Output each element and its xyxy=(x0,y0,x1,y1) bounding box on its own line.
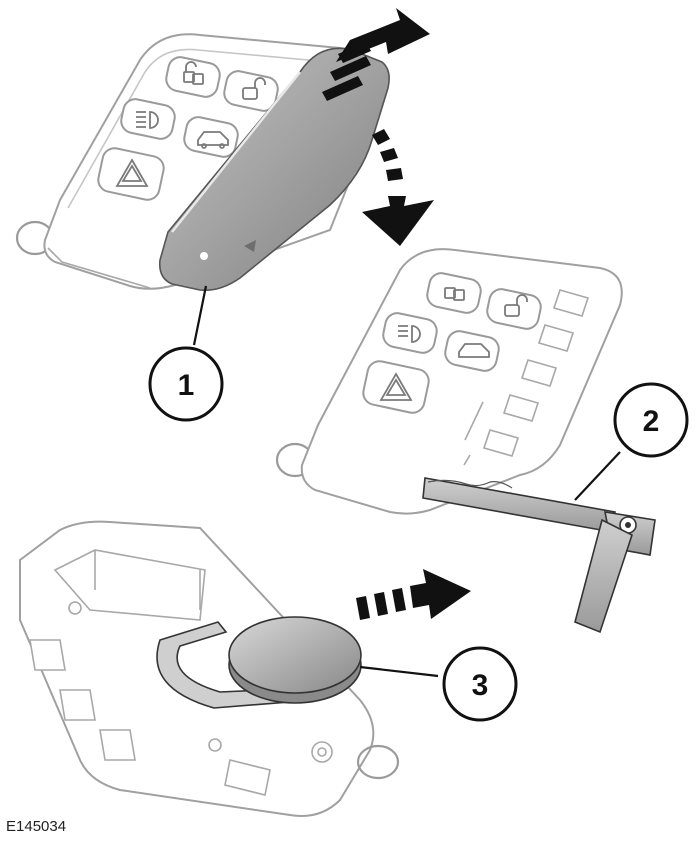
battery-removal-arrow xyxy=(356,569,471,620)
fob-body-open xyxy=(300,248,623,515)
unlock-double-icon-2 xyxy=(444,287,465,301)
key-ring-loop-bottom xyxy=(356,744,400,780)
callout-3: 3 xyxy=(359,646,518,722)
figure-code: E145034 xyxy=(6,818,67,835)
headlamp-button xyxy=(120,98,176,140)
headlamp-icon xyxy=(136,111,159,129)
cover-dot xyxy=(200,252,208,260)
padlock-open-icon xyxy=(242,77,266,100)
hazard-triangle-icon xyxy=(115,158,149,187)
rotate-down-arrow xyxy=(362,129,434,246)
tailgate-button-2 xyxy=(444,330,500,372)
emergency-key-blade xyxy=(422,477,656,634)
latch-structures xyxy=(463,289,590,466)
headlamp-icon-2 xyxy=(398,325,421,343)
hazard-button-2 xyxy=(362,360,430,414)
fob-internal-parts xyxy=(29,549,333,796)
cover-triangle-mark xyxy=(244,240,256,252)
tailgate-car-icon-2 xyxy=(458,343,490,358)
headlamp-button-2 xyxy=(382,312,438,354)
bottom-key-fob xyxy=(19,520,471,817)
unlock-double-icon xyxy=(183,61,204,85)
tailgate-car-icon xyxy=(197,131,229,149)
coin-battery xyxy=(228,616,362,704)
callout-1: 1 xyxy=(148,285,224,422)
hazard-triangle-icon-2 xyxy=(379,372,413,401)
top-key-fob xyxy=(15,8,434,292)
callout-2: 2 xyxy=(574,382,689,501)
callout-3-label: 3 xyxy=(472,669,489,702)
padlock-open-icon-2 xyxy=(504,294,528,317)
callout-1-label: 1 xyxy=(178,369,195,402)
slide-arrow xyxy=(322,8,430,101)
middle-key-fob xyxy=(275,248,656,634)
callout-2-label: 2 xyxy=(643,405,660,438)
